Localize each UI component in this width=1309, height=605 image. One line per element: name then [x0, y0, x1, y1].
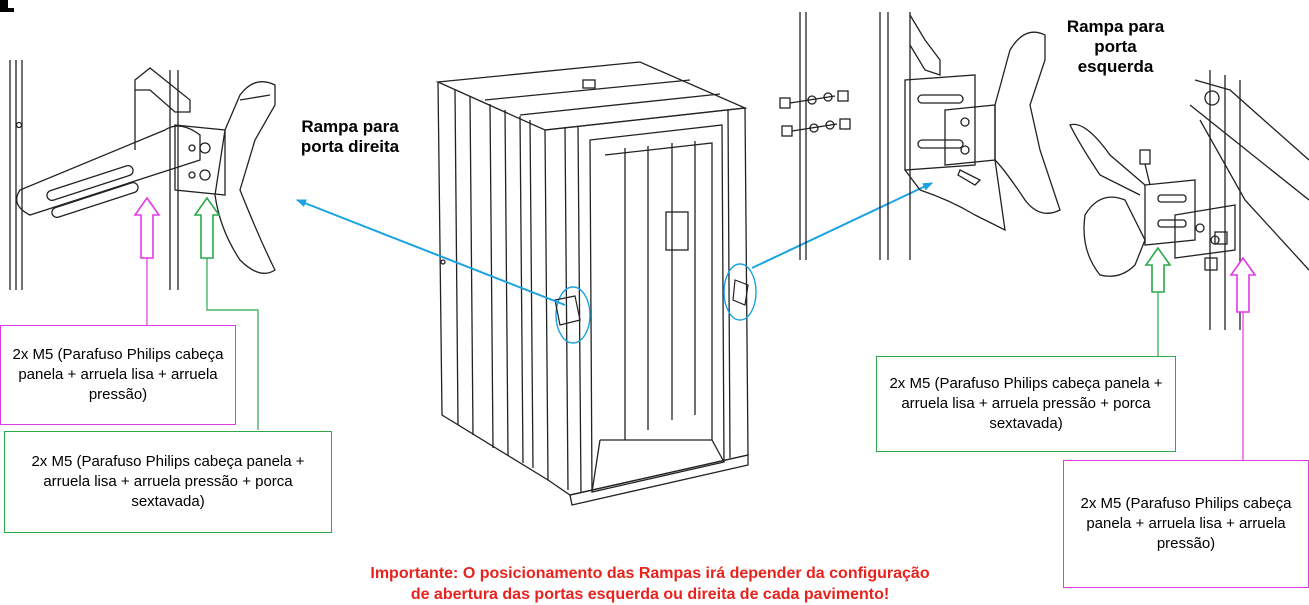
important-note: Importante: O posicionamento das Rampas …: [240, 563, 1060, 605]
pink-hollow-arrow-left: [133, 196, 161, 259]
ramp-on-cabin-left: [554, 295, 581, 326]
pink-hollow-arrow-right: [1229, 256, 1257, 313]
green-hollow-arrow-right: [1144, 246, 1172, 293]
pointer-arrow-left: [296, 199, 566, 306]
left-ramp-detail: [9, 60, 276, 290]
green-leader-left: [206, 258, 259, 430]
right-ramp-detail-2: [1069, 70, 1309, 330]
ramp-on-cabin-right: [732, 279, 749, 306]
pointer-arrow-right: [751, 182, 933, 269]
highlight-ellipse-right: [723, 263, 757, 321]
highlight-ellipse-left: [555, 286, 591, 344]
label-ramp-left-door: Rampa para porta esquerda: [1066, 17, 1165, 76]
important-note-line1: Importante: O posicionamento das Rampas …: [370, 565, 930, 582]
callout-right-pink: 2x M5 (Parafuso Philips cabeça panela + …: [1063, 460, 1309, 588]
callout-left-green: 2x M5 (Parafuso Philips cabeça panela + …: [4, 431, 332, 533]
callout-right-green: 2x M5 (Parafuso Philips cabeça panela + …: [876, 356, 1176, 452]
label-ramp-right-door: Rampa para porta direita: [300, 117, 400, 156]
elevator-cabin: [435, 61, 749, 506]
corner-mark: [0, 0, 14, 12]
right-ramp-detail: [779, 12, 1061, 260]
green-hollow-arrow-left: [193, 196, 221, 259]
important-note-line2: de abertura das portas esquerda ou direi…: [410, 586, 890, 603]
callout-left-pink: 2x M5 (Parafuso Philips cabeça panela + …: [0, 325, 236, 425]
